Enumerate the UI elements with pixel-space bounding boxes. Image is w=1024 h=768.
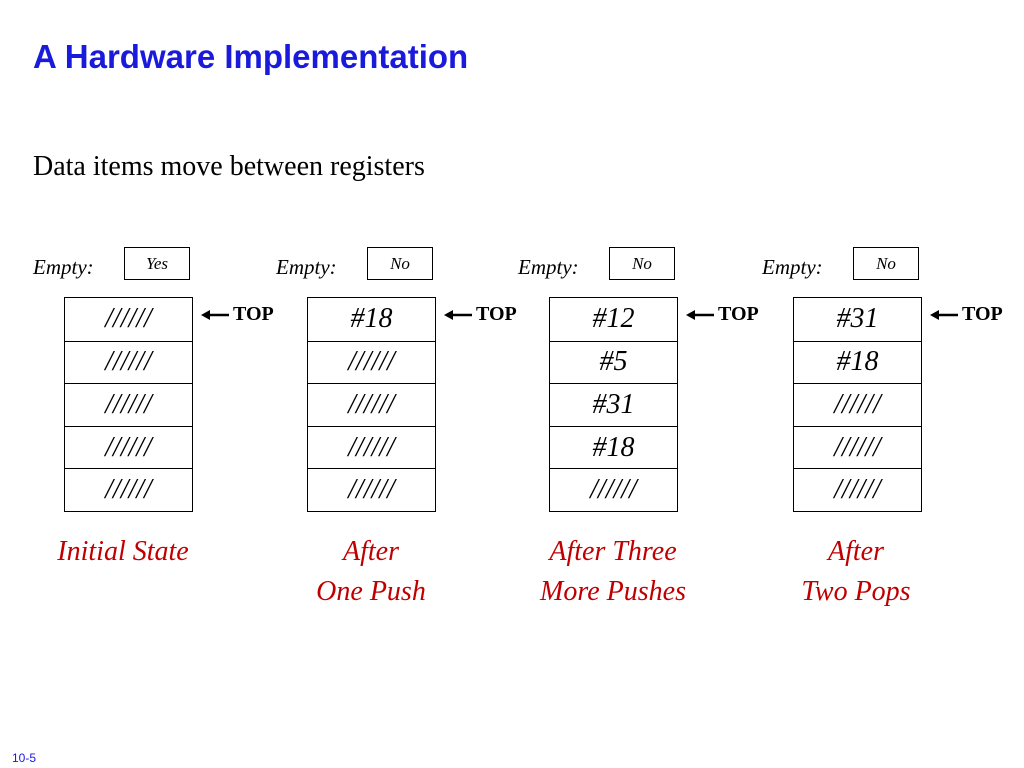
register-cell: ////// <box>550 468 677 511</box>
left-arrow-icon <box>930 309 958 320</box>
register-cell: #5 <box>550 340 677 384</box>
stack-initial-state: Empty: Yes ////// ////// ////// ////// /… <box>33 247 323 617</box>
caption-line: After Three <box>549 536 677 567</box>
stack-after-one-push: Empty: No #18 ////// ////// ////// /////… <box>276 247 566 617</box>
subtitle: Data items move between registers <box>33 151 425 182</box>
register-cell: #18 <box>350 303 393 335</box>
top-pointer: TOP <box>930 303 1003 326</box>
left-arrow-icon <box>686 309 714 320</box>
register-cell: #12 <box>592 303 635 335</box>
empty-label: Empty: <box>33 255 94 279</box>
register-cell: ////// <box>65 468 192 511</box>
stack-caption: After Three More Pushes <box>513 532 713 612</box>
empty-label: Empty: <box>276 255 337 279</box>
empty-label: Empty: <box>762 255 823 279</box>
caption-line: After <box>343 536 399 567</box>
register-stack: ////// ////// ////// ////// ////// <box>64 297 193 512</box>
register-cell: ////// <box>308 468 435 511</box>
stack-caption: After One Push <box>271 532 471 612</box>
left-arrow-icon <box>444 309 472 320</box>
register-cell: ////// <box>308 340 435 384</box>
top-label: TOP <box>718 303 759 325</box>
register-cell: #31 <box>550 383 677 426</box>
top-label: TOP <box>476 303 517 325</box>
register-cell: ////// <box>794 425 921 469</box>
empty-flag-box: No <box>853 247 919 280</box>
register-cell: ////// <box>794 468 921 511</box>
top-label: TOP <box>233 303 274 325</box>
slide-title: A Hardware Implementation <box>33 38 469 75</box>
empty-flag-box: No <box>609 247 675 280</box>
left-arrow-icon <box>201 309 229 320</box>
register-cell: ////// <box>65 425 192 469</box>
caption-line: Initial State <box>57 536 189 567</box>
stack-caption: After Two Pops <box>756 532 956 612</box>
top-pointer: TOP <box>201 303 274 326</box>
register-cell: ////// <box>308 383 435 426</box>
top-pointer: TOP <box>444 303 517 326</box>
caption-line: One Push <box>316 576 426 607</box>
empty-flag-box: No <box>367 247 433 280</box>
register-cell: #18 <box>794 340 921 384</box>
register-stack: #31 #18 ////// ////// ////// <box>793 297 922 512</box>
register-stack: #18 ////// ////// ////// ////// <box>307 297 436 512</box>
page-number: 10-5 <box>12 751 37 765</box>
register-cell: ////// <box>65 383 192 426</box>
register-cell: #31 <box>836 303 879 335</box>
empty-flag-box: Yes <box>124 247 190 280</box>
top-label: TOP <box>962 303 1003 325</box>
register-cell: ////// <box>308 425 435 469</box>
register-cell: ////// <box>794 383 921 426</box>
register-stack: #12 #5 #31 #18 ////// <box>549 297 678 512</box>
caption-line: After <box>828 536 884 567</box>
stack-after-three-more-pushes: Empty: No #12 #5 #31 #18 ////// TOP Afte… <box>518 247 808 617</box>
top-pointer: TOP <box>686 303 759 326</box>
caption-line: Two Pops <box>801 576 911 607</box>
stack-caption: Initial State <box>23 532 223 572</box>
stack-after-two-pops: Empty: No #31 #18 ////// ////// ////// T… <box>762 247 1024 617</box>
register-cell: #18 <box>550 425 677 469</box>
register-cell: ////// <box>65 340 192 384</box>
register-cell: ////// <box>105 303 152 335</box>
empty-label: Empty: <box>518 255 579 279</box>
caption-line: More Pushes <box>540 576 686 607</box>
